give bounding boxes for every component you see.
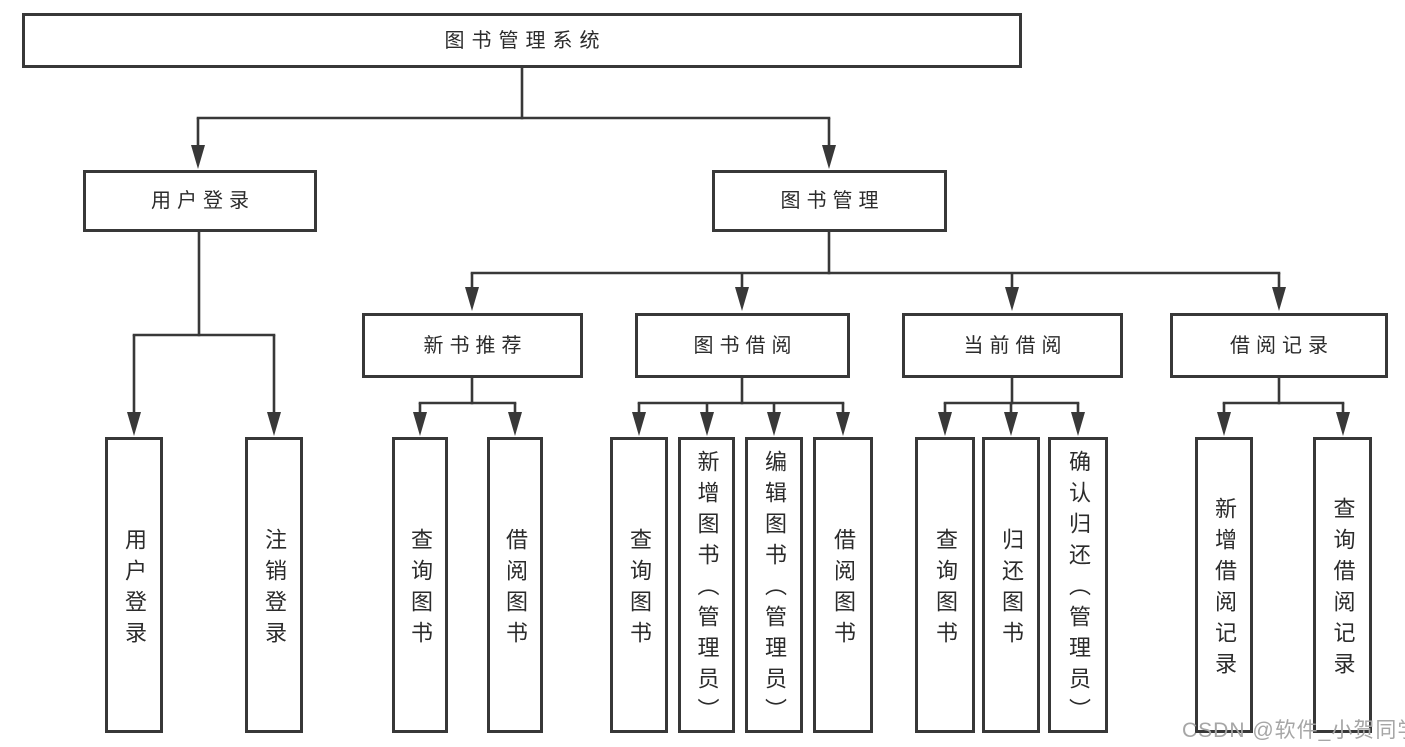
leaf-add-borrow-record: 新增借阅记录	[1195, 437, 1253, 733]
node-label: 借阅图书	[503, 527, 528, 652]
node-book-borrow: 图书借阅	[635, 313, 850, 378]
node-label: 当前借阅	[963, 334, 1068, 357]
node-book-management: 图书管理	[712, 170, 947, 232]
node-label: 借阅图书	[831, 527, 856, 652]
node-label: 图书借阅	[693, 334, 798, 357]
node-label: 查询图书	[933, 527, 958, 652]
node-label: 新增图书（管理员）	[694, 450, 720, 729]
node-label: 借阅记录	[1230, 334, 1334, 357]
node-label: 用户登录	[151, 190, 255, 212]
leaf-borrow-books: 借阅图书	[813, 437, 873, 733]
leaf-query-borrow-record: 查询借阅记录	[1313, 437, 1372, 733]
node-label: 新增借阅记录	[1212, 496, 1237, 683]
leaf-query-books-current: 查询图书	[915, 437, 975, 733]
leaf-add-books-admin: 新增图书（管理员）	[678, 437, 735, 733]
node-label: 新书推荐	[423, 334, 528, 357]
node-borrow-records: 借阅记录	[1170, 313, 1388, 378]
node-label: 编辑图书（管理员）	[762, 450, 787, 729]
leaf-return-books: 归还图书	[982, 437, 1040, 733]
node-label: 归还图书	[999, 527, 1024, 652]
node-library-management-system: 图书管理系统	[22, 13, 1022, 68]
leaf-logout: 注销登录	[245, 437, 303, 733]
leaf-confirm-return-admin: 确认归还（管理员）	[1048, 437, 1108, 733]
node-new-book-recommend: 新书推荐	[362, 313, 583, 378]
node-label: 确认归还（管理员）	[1066, 450, 1091, 729]
watermark: CSDN @软件_小贺同学	[1182, 719, 1405, 742]
leaf-user-login: 用户登录	[105, 437, 163, 733]
leaf-query-books-recommend: 查询图书	[392, 437, 448, 733]
node-label: 查询图书	[408, 527, 433, 652]
node-label: 图书管理	[780, 190, 885, 212]
node-label: 注销登录	[262, 527, 287, 652]
leaf-borrow-books-recommend: 借阅图书	[487, 437, 543, 733]
leaf-query-books-borrow: 查询图书	[610, 437, 668, 733]
node-label: 查询图书	[627, 527, 652, 652]
node-current-borrow: 当前借阅	[902, 313, 1123, 378]
node-label: 用户登录	[122, 527, 147, 652]
node-label: 查询借阅记录	[1330, 496, 1356, 683]
leaf-edit-books-admin: 编辑图书（管理员）	[745, 437, 803, 733]
node-user-login: 用户登录	[83, 170, 317, 232]
node-label: 图书管理系统	[444, 29, 607, 52]
